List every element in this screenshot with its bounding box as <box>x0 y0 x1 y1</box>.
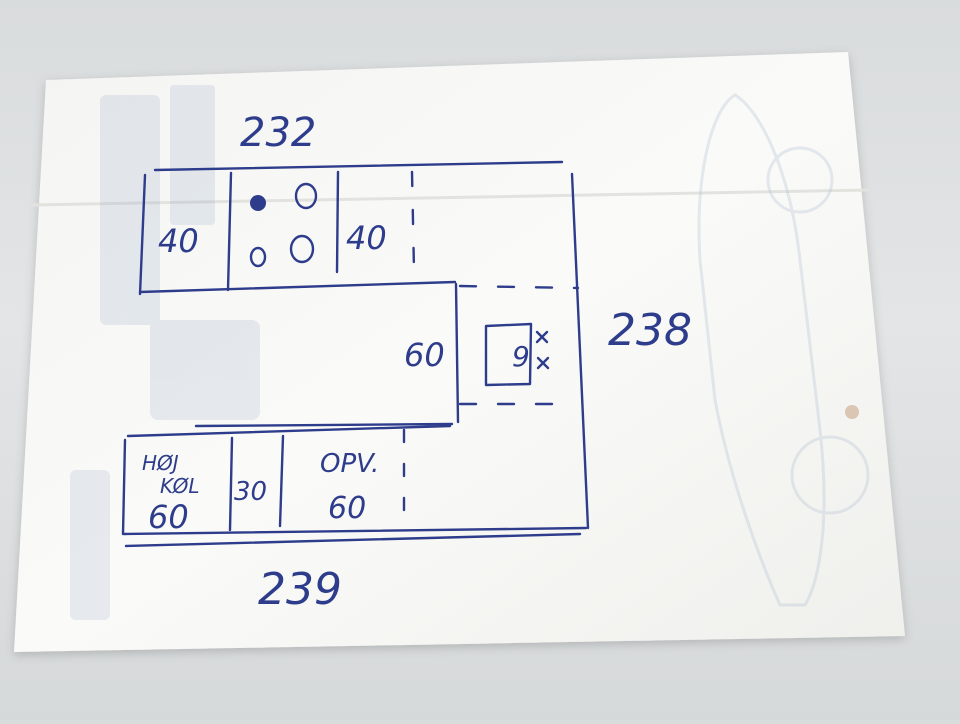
top-dashed-divider <box>410 170 416 272</box>
paper-fold <box>29 188 871 207</box>
show-through-car-graphic <box>697 93 870 607</box>
bottom-divider-2 <box>278 434 285 528</box>
top-divider-2 <box>335 170 340 274</box>
cross-mark-1 <box>535 330 549 344</box>
bottom-divider-1 <box>228 436 234 532</box>
bottom-counter-bottom-edge <box>122 526 588 536</box>
middle-depth-label: 60 <box>404 336 445 374</box>
top-counter-top-edge <box>153 160 564 172</box>
paper-stain <box>845 405 859 419</box>
top-counter-left-edge <box>138 173 147 296</box>
floorplan-lines <box>121 160 590 548</box>
top-left-cabinet-label: 40 <box>158 222 199 260</box>
bottom-counter-top-edge <box>126 424 452 438</box>
bottom-dimension-label: 239 <box>258 564 342 615</box>
bottom-dimension-line <box>124 532 582 548</box>
bottom-right-label: OPV. <box>320 449 379 479</box>
show-through-print <box>70 85 260 620</box>
burner-bottom-right <box>289 234 315 264</box>
right-wall <box>570 172 590 530</box>
right-dimension-label: 238 <box>608 305 692 356</box>
square-unit-mark: 9 <box>512 340 530 373</box>
burner-top-left <box>250 195 266 211</box>
bottom-left-value: 60 <box>148 498 189 536</box>
top-dimension-label: 232 <box>240 110 316 156</box>
cross-mark-2 <box>536 356 550 370</box>
burner-top-right <box>294 182 318 210</box>
burner-bottom-left <box>249 246 267 268</box>
bottom-counter-left-edge <box>121 438 127 536</box>
bottom-middle-label: 30 <box>234 477 267 507</box>
top-right-cabinet-label: 40 <box>346 219 387 257</box>
top-divider-1 <box>226 171 233 292</box>
top-counter-bottom-edge <box>138 280 457 294</box>
bottom-left-label-line1: HØJ <box>142 451 179 475</box>
bottom-left-label-line2: KØL <box>160 474 199 498</box>
middle-left-edge <box>454 282 460 424</box>
middle-bottom-edge <box>194 422 454 428</box>
square-unit <box>484 322 533 387</box>
bottom-right-value: 60 <box>328 491 366 526</box>
stove-burners <box>249 182 318 268</box>
